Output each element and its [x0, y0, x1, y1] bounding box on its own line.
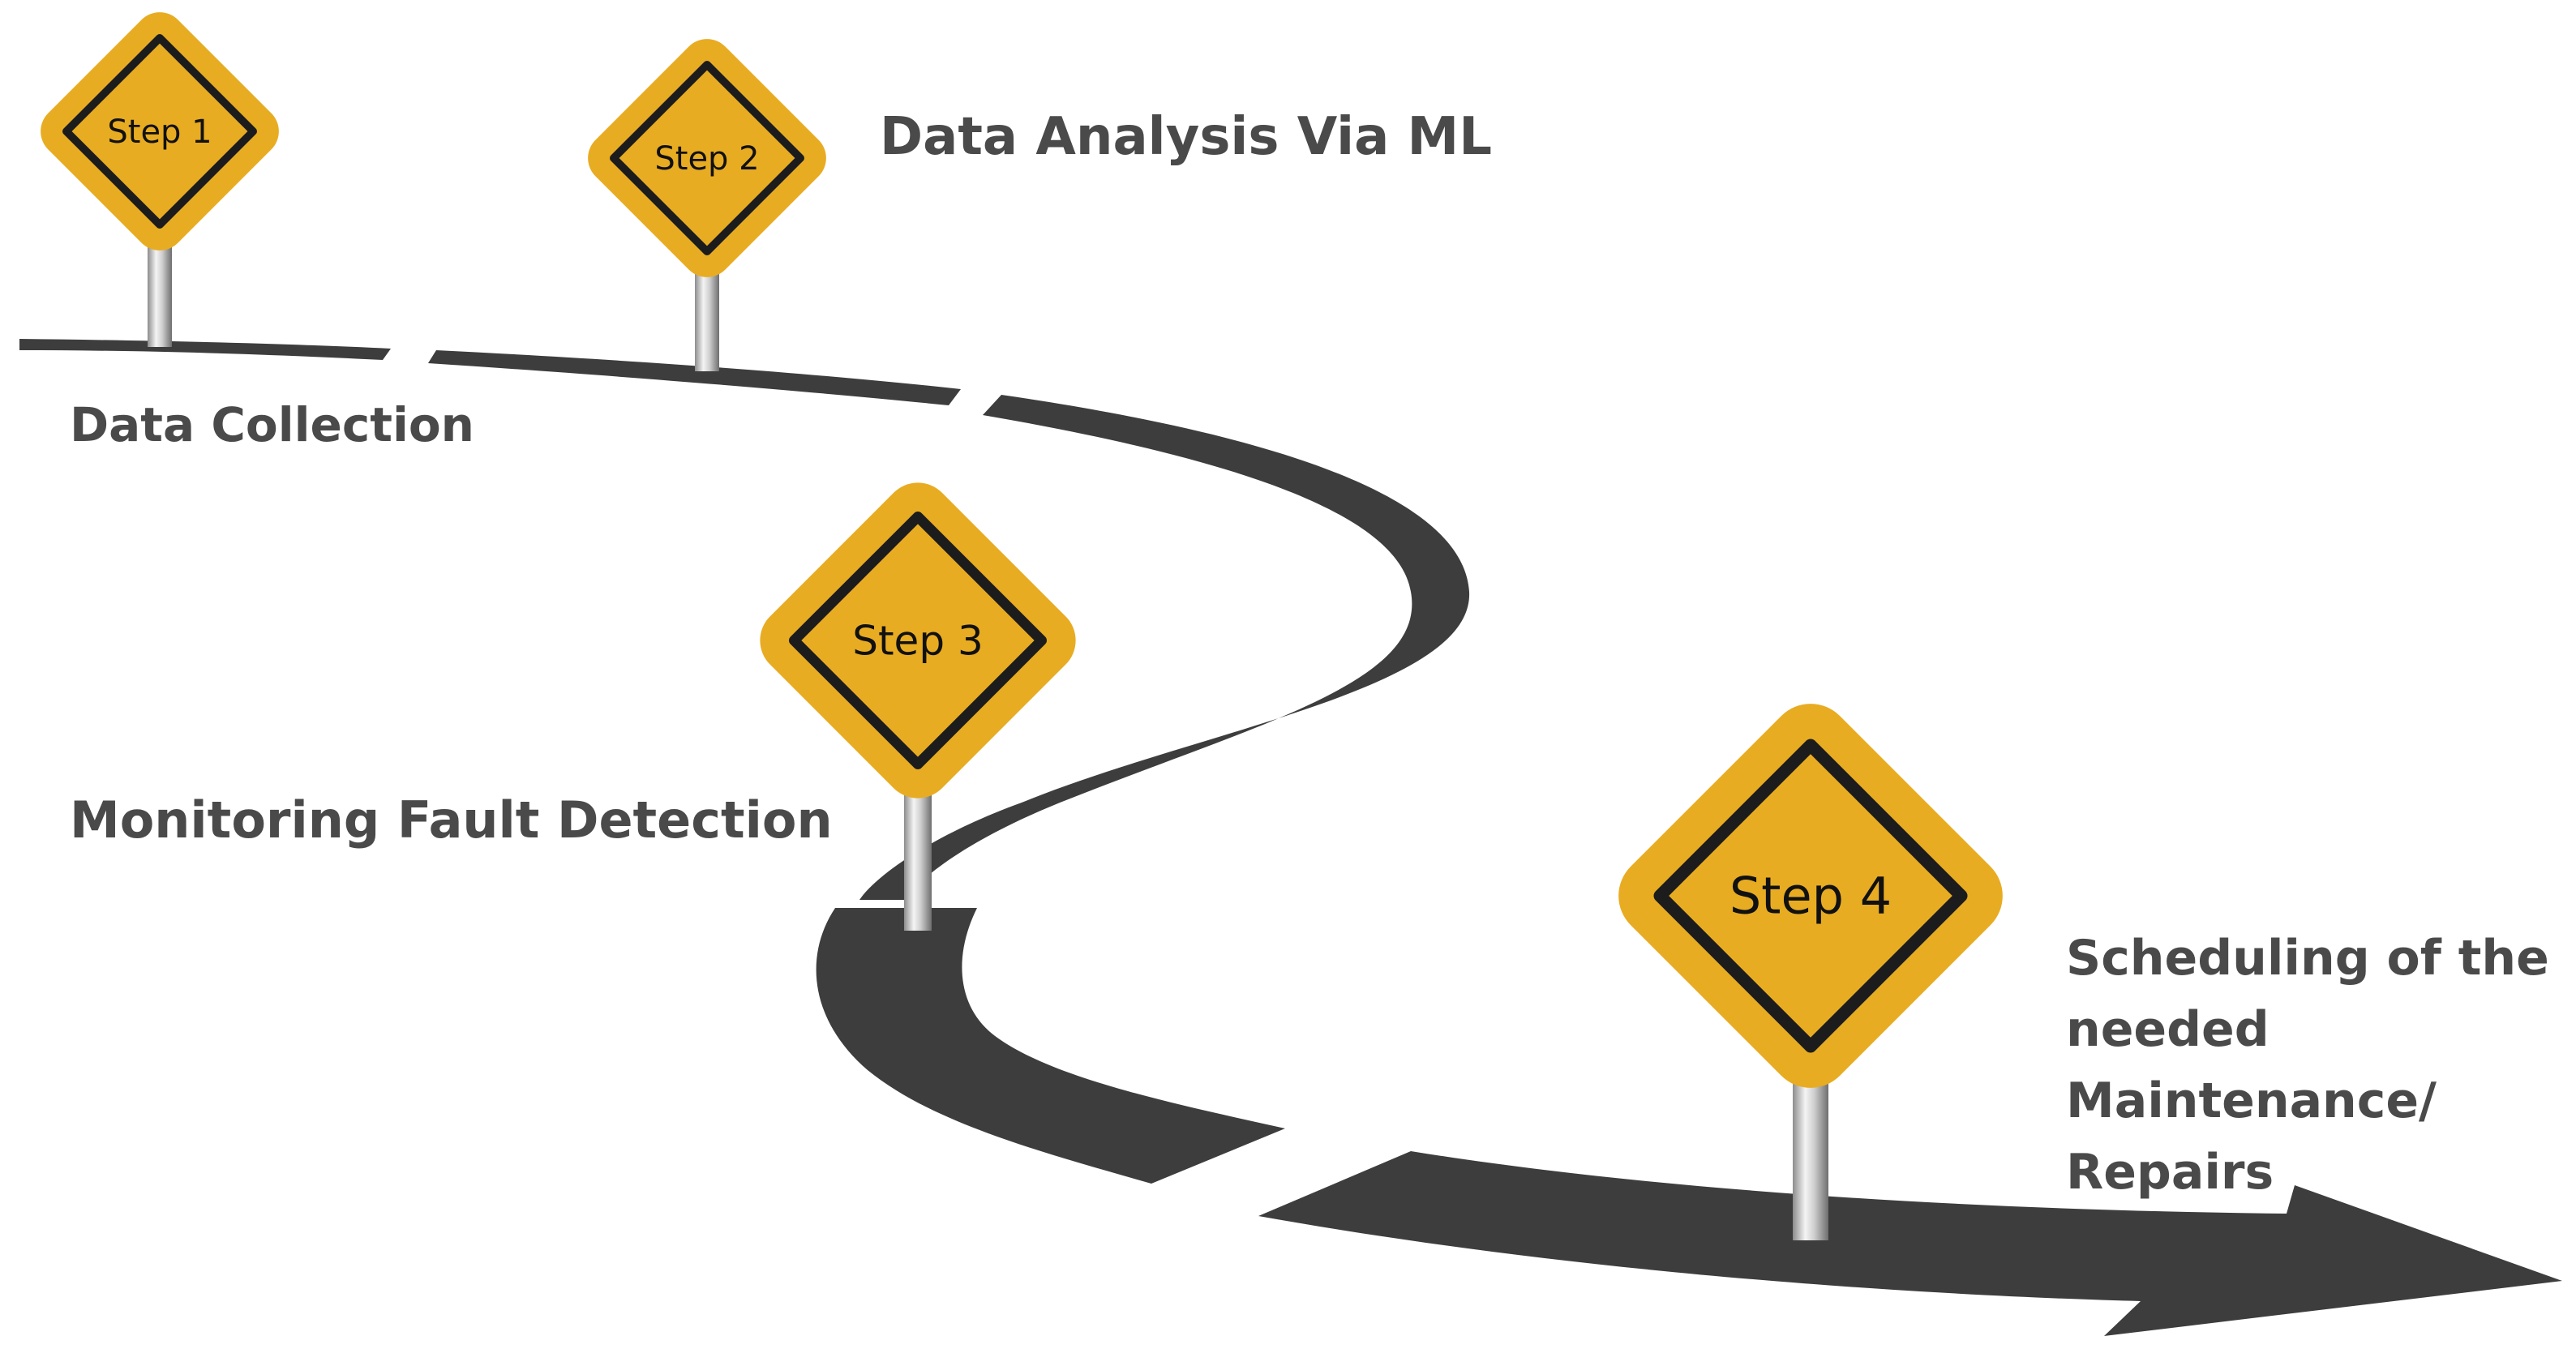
step-sign-1: Step 1 [41, 12, 279, 347]
road-arrow [1258, 1151, 2562, 1336]
sign-diamond [588, 39, 826, 277]
road-segment [428, 350, 961, 405]
sign-inner-border [62, 33, 258, 229]
caption-line: Repairs [2066, 1144, 2274, 1201]
sign-label: Step 4 [1729, 867, 1892, 926]
caption-step-2: Data Analysis Via ML [880, 107, 1492, 167]
sign-inner-border [1653, 739, 1968, 1053]
step-sign-3: Step 3 [760, 482, 1076, 931]
road-segment [816, 908, 1285, 1184]
caption-line: Scheduling of the [2066, 930, 2549, 987]
sign-diamond [1618, 704, 2003, 1088]
caption-line: Maintenance/ [2066, 1073, 2437, 1129]
road-segment [19, 339, 391, 360]
sign-label: Step 1 [107, 113, 212, 151]
sign-pole [695, 261, 719, 371]
sign-pole [904, 778, 932, 931]
sign-label: Step 2 [654, 140, 759, 178]
road [19, 339, 2562, 1336]
caption-step-4: Scheduling of the needed Maintenance/ Re… [2066, 923, 2549, 1208]
sign-pole [148, 235, 172, 347]
caption-line: needed [2066, 1001, 2270, 1058]
sign-diamond [760, 482, 1076, 799]
caption-step-3: Monitoring Fault Detection [70, 790, 833, 850]
sign-pole [1793, 1062, 1828, 1240]
sign-label: Step 3 [852, 618, 984, 665]
caption-step-1: Data Collection [70, 397, 474, 452]
step-signs: Step 1 Step 2 Step 3 Step 4 [41, 12, 2003, 1240]
step-sign-2: Step 2 [588, 39, 826, 371]
sign-inner-border [609, 61, 805, 256]
sign-diamond [41, 12, 279, 251]
step-sign-4: Step 4 [1618, 704, 2003, 1240]
sign-inner-border [788, 511, 1048, 770]
